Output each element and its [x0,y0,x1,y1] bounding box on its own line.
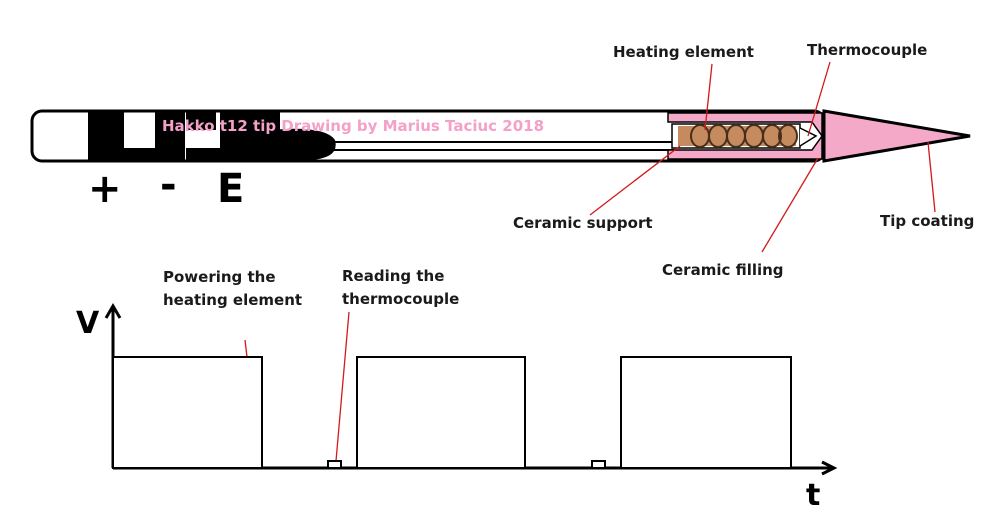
thermocouple-junction [799,127,818,147]
terminal-gap-fill-2 [186,148,220,160]
power-pulse-3 [620,356,792,469]
terminal-ring-earth-blob [270,128,336,160]
terminal-plus-label: + [88,166,122,212]
label-reading-line1: Reading the [342,267,445,285]
read-pulse-2 [591,460,606,469]
leader-reading [335,311,350,462]
terminal-ring-plus [88,112,124,160]
heating-coil [678,124,798,148]
watermark-text: Hakko t12 tip Drawing by Marius Taciuc 2… [162,117,545,135]
y-axis-arrow [104,303,122,319]
leader-ceramic-support [589,145,681,216]
label-powering-line1: Powering the [163,268,276,286]
terminal-minus-label: - [160,162,177,208]
terminal-gap-fill [124,148,158,160]
ceramic-filling [667,112,823,160]
label-tip-coating: Tip coating [880,212,975,230]
leader-lines [244,61,936,462]
label-ceramic-support: Ceramic support [513,214,653,232]
terminal-ring-earth-1 [186,112,216,130]
label-ceramic-filling: Ceramic filling [662,261,784,279]
leader-powering [244,339,248,358]
pulses [112,356,792,469]
label-reading-line2: thermocouple [342,290,460,308]
x-axis-arrow [821,460,838,476]
terminal-earth-label: E [217,166,245,212]
leader-tip-coating [927,141,936,213]
label-thermocouple: Thermocouple [807,41,928,59]
read-pulse-1 [327,460,342,469]
label-powering-line2: heating element [163,291,303,309]
leader-heating-element [704,63,713,131]
y-axis-label: V [76,306,100,341]
terminal-ring-minus [155,112,185,160]
x-axis-label: t [806,478,821,513]
power-pulse-2 [356,356,526,469]
leader-ceramic-filling [761,157,819,253]
label-heating-element: Heating element [613,43,754,61]
tip-cone [822,109,971,163]
leader-thermocouple [807,61,831,137]
power-pulse-1 [112,356,263,469]
